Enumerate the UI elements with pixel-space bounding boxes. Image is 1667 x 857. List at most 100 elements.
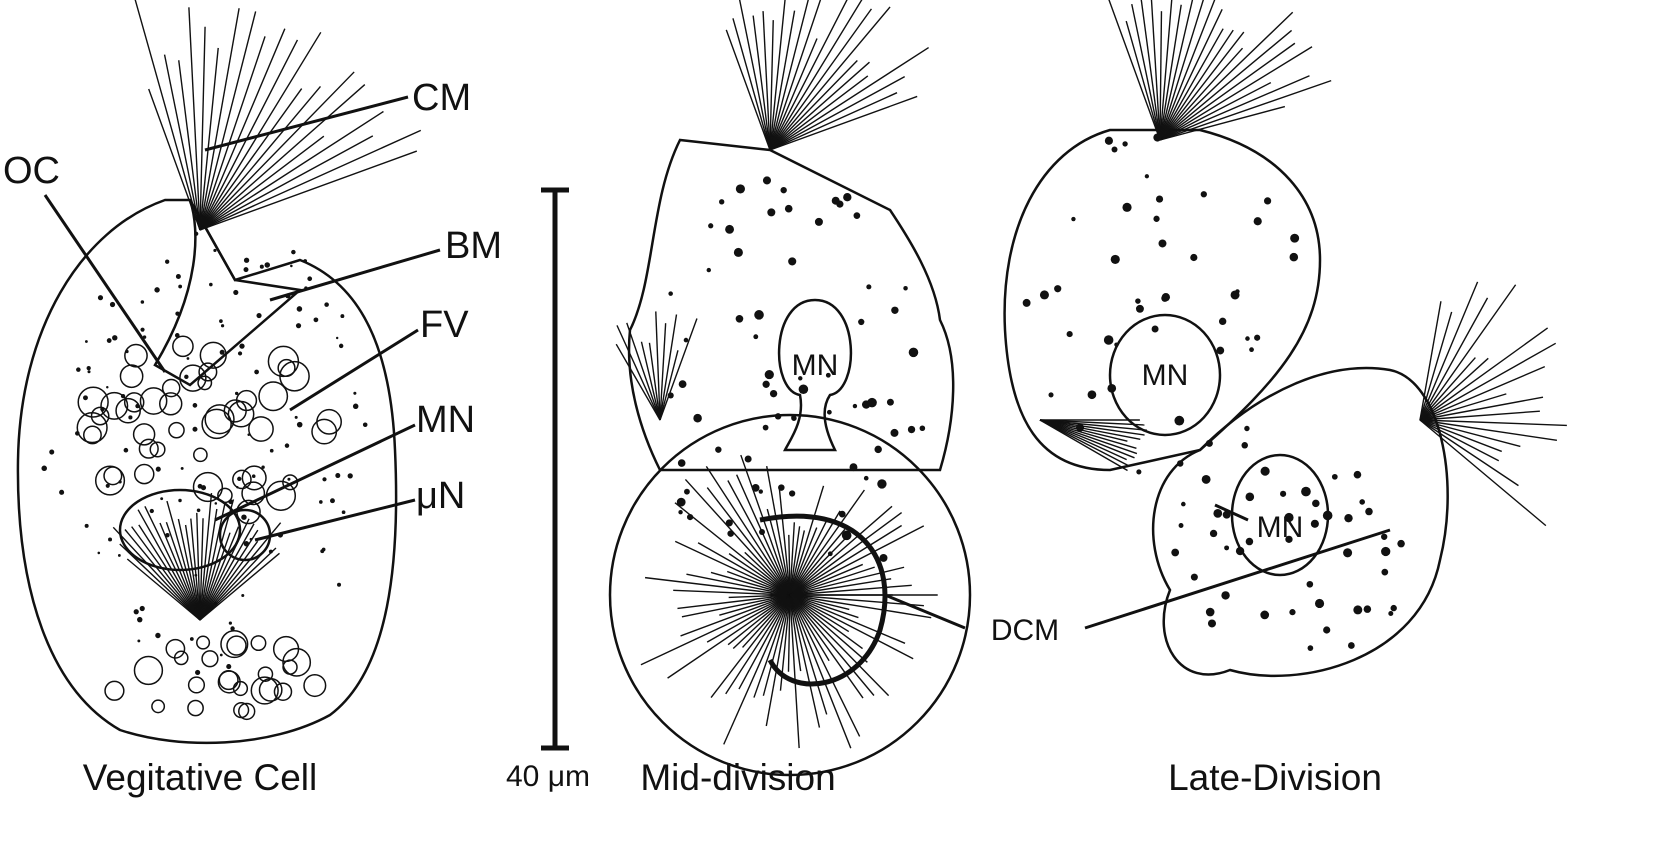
cilium bbox=[148, 88, 201, 231]
dot bbox=[137, 639, 141, 643]
label-cm: CM bbox=[412, 77, 471, 119]
dot bbox=[814, 217, 823, 226]
cilium bbox=[1159, 8, 1223, 141]
dot bbox=[1285, 535, 1293, 544]
dot bbox=[825, 372, 831, 378]
dot bbox=[139, 605, 145, 612]
cilium bbox=[789, 489, 865, 596]
cilium bbox=[762, 594, 791, 696]
dot bbox=[232, 469, 252, 490]
dot bbox=[1322, 510, 1333, 521]
dot bbox=[1244, 425, 1250, 432]
cilium bbox=[789, 563, 864, 596]
dot bbox=[135, 403, 140, 409]
cilium bbox=[789, 594, 850, 611]
dot bbox=[247, 433, 251, 437]
dot bbox=[678, 380, 687, 389]
cilium bbox=[1419, 419, 1567, 427]
cilium bbox=[789, 533, 851, 596]
dot bbox=[290, 264, 293, 268]
cilium bbox=[199, 47, 219, 231]
dot bbox=[1155, 195, 1164, 203]
cilium bbox=[789, 594, 800, 749]
dot bbox=[213, 601, 218, 606]
cilium bbox=[1159, 79, 1332, 141]
cilium bbox=[719, 594, 791, 616]
cilium bbox=[1419, 410, 1540, 421]
dot bbox=[161, 378, 181, 398]
cilium bbox=[789, 510, 841, 596]
cilium bbox=[1131, 3, 1161, 141]
cilium bbox=[789, 566, 875, 596]
dot bbox=[725, 224, 734, 234]
cilium bbox=[648, 342, 661, 421]
dot bbox=[201, 650, 219, 668]
dot bbox=[250, 676, 279, 705]
dot bbox=[268, 549, 273, 554]
cilium bbox=[789, 594, 828, 715]
dot bbox=[105, 483, 110, 488]
dot bbox=[133, 463, 155, 485]
cilium bbox=[1159, 4, 1182, 141]
cilium bbox=[1159, 0, 1194, 141]
cilium bbox=[1419, 419, 1521, 448]
dot bbox=[179, 364, 207, 392]
dot bbox=[735, 184, 745, 194]
dot bbox=[843, 531, 852, 540]
dot bbox=[83, 395, 88, 401]
cilium bbox=[1419, 281, 1479, 421]
dot bbox=[196, 635, 211, 650]
cilium bbox=[199, 110, 384, 231]
cilium bbox=[159, 522, 201, 621]
cilium bbox=[789, 594, 802, 672]
cilium bbox=[727, 594, 791, 646]
dot bbox=[324, 302, 329, 307]
dot bbox=[217, 487, 233, 504]
dot bbox=[165, 638, 186, 659]
cilium bbox=[134, 0, 201, 231]
cilium bbox=[199, 552, 264, 621]
cilium bbox=[769, 0, 786, 151]
cilium bbox=[769, 59, 858, 151]
dot bbox=[76, 367, 81, 372]
cilium bbox=[199, 36, 266, 231]
dot bbox=[1390, 604, 1397, 612]
dot bbox=[238, 702, 256, 721]
cilium bbox=[199, 85, 322, 231]
dot bbox=[149, 508, 154, 514]
cilium bbox=[769, 6, 891, 151]
cilium bbox=[769, 8, 873, 151]
cilium bbox=[728, 553, 791, 596]
dot bbox=[1144, 174, 1150, 179]
leader-line-bm bbox=[269, 248, 441, 302]
mid-division-upper-body bbox=[627, 138, 955, 472]
dot bbox=[715, 446, 722, 453]
cilium bbox=[1108, 0, 1161, 141]
dot bbox=[214, 502, 218, 505]
cilium bbox=[677, 594, 791, 610]
dot bbox=[198, 362, 218, 382]
cilium bbox=[789, 505, 893, 596]
cilium bbox=[732, 594, 791, 649]
dot bbox=[1111, 146, 1118, 153]
leader-lines bbox=[43, 95, 1391, 630]
dot bbox=[1245, 537, 1254, 546]
label-mid-mn: MN bbox=[792, 349, 839, 382]
dot bbox=[319, 500, 323, 504]
dot bbox=[751, 484, 760, 492]
dot bbox=[1312, 499, 1320, 508]
dot bbox=[219, 653, 223, 657]
dot bbox=[852, 403, 858, 409]
cilium bbox=[199, 39, 299, 231]
dot bbox=[192, 471, 224, 503]
dot bbox=[1381, 546, 1391, 557]
cilium bbox=[789, 584, 912, 596]
cilium bbox=[1150, 0, 1161, 141]
cilium bbox=[769, 0, 863, 151]
cilium bbox=[1039, 419, 1128, 442]
dot bbox=[84, 340, 88, 343]
cilium bbox=[766, 508, 791, 596]
cilium bbox=[789, 527, 818, 596]
dot bbox=[165, 533, 170, 538]
